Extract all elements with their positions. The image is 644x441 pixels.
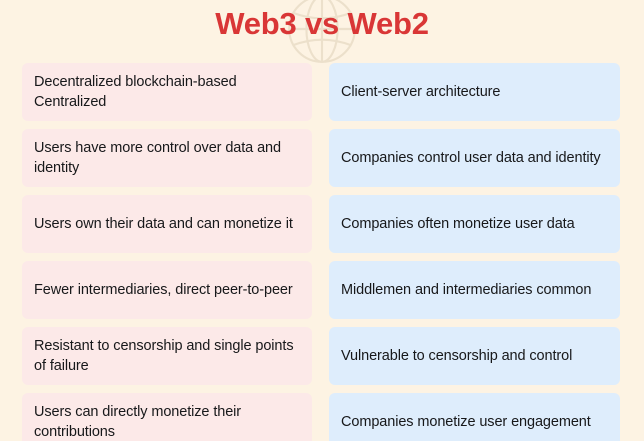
web2-cell[interactable]: Companies control user data and identity: [329, 129, 620, 187]
web2-cell[interactable]: Vulnerable to censorship and control: [329, 327, 620, 385]
web2-cell[interactable]: Middlemen and intermediaries common: [329, 261, 620, 319]
cell-label: Vulnerable to censorship and control: [341, 348, 573, 364]
table-row: Users have more control over data and id…: [0, 129, 644, 187]
cell-label: Users can directly monetize their contri…: [34, 404, 242, 440]
cell-label: Middlemen and intermediaries common: [341, 282, 592, 298]
web3-cell[interactable]: Decentralized blockchain-based Centraliz…: [22, 63, 312, 121]
web3-cell[interactable]: Resistant to censorship and single point…: [22, 327, 312, 385]
web3-cell[interactable]: Users own their data and can monetize it: [22, 195, 312, 253]
web3-cell[interactable]: Users have more control over data and id…: [22, 129, 312, 187]
web2-cell[interactable]: Client-server architecture: [329, 63, 620, 121]
table-row: Fewer intermediaries, direct peer-to-pee…: [0, 261, 644, 319]
web2-cell[interactable]: Companies monetize user engagement: [329, 393, 620, 441]
page-title: Web3 vs Web2: [215, 6, 429, 41]
cell-label: Companies control user data and identity: [341, 150, 601, 166]
web2-cell[interactable]: Companies often monetize user data: [329, 195, 620, 253]
page-header: Web3 vs Web2: [0, 0, 644, 63]
cell-label: Fewer intermediaries, direct peer-to-pee…: [34, 282, 293, 298]
table-row: Users own their data and can monetize it…: [0, 195, 644, 253]
table-row: Decentralized blockchain-based Centraliz…: [0, 63, 644, 121]
comparison-grid: Decentralized blockchain-based Centraliz…: [0, 63, 644, 441]
cell-label: Companies monetize user engagement: [341, 414, 591, 430]
cell-label: Client-server architecture: [341, 84, 501, 100]
web3-cell[interactable]: Fewer intermediaries, direct peer-to-pee…: [22, 261, 312, 319]
cell-label: Users own their data and can monetize it: [34, 216, 293, 232]
cell-label: Resistant to censorship and single point…: [34, 338, 294, 374]
table-row: Users can directly monetize their contri…: [0, 393, 644, 441]
web3-cell[interactable]: Users can directly monetize their contri…: [22, 393, 312, 441]
cell-label: Companies often monetize user data: [341, 216, 575, 232]
cell-label: Users have more control over data and id…: [34, 140, 281, 176]
cell-label: Decentralized blockchain-based Centraliz…: [34, 74, 237, 110]
table-row: Resistant to censorship and single point…: [0, 327, 644, 385]
